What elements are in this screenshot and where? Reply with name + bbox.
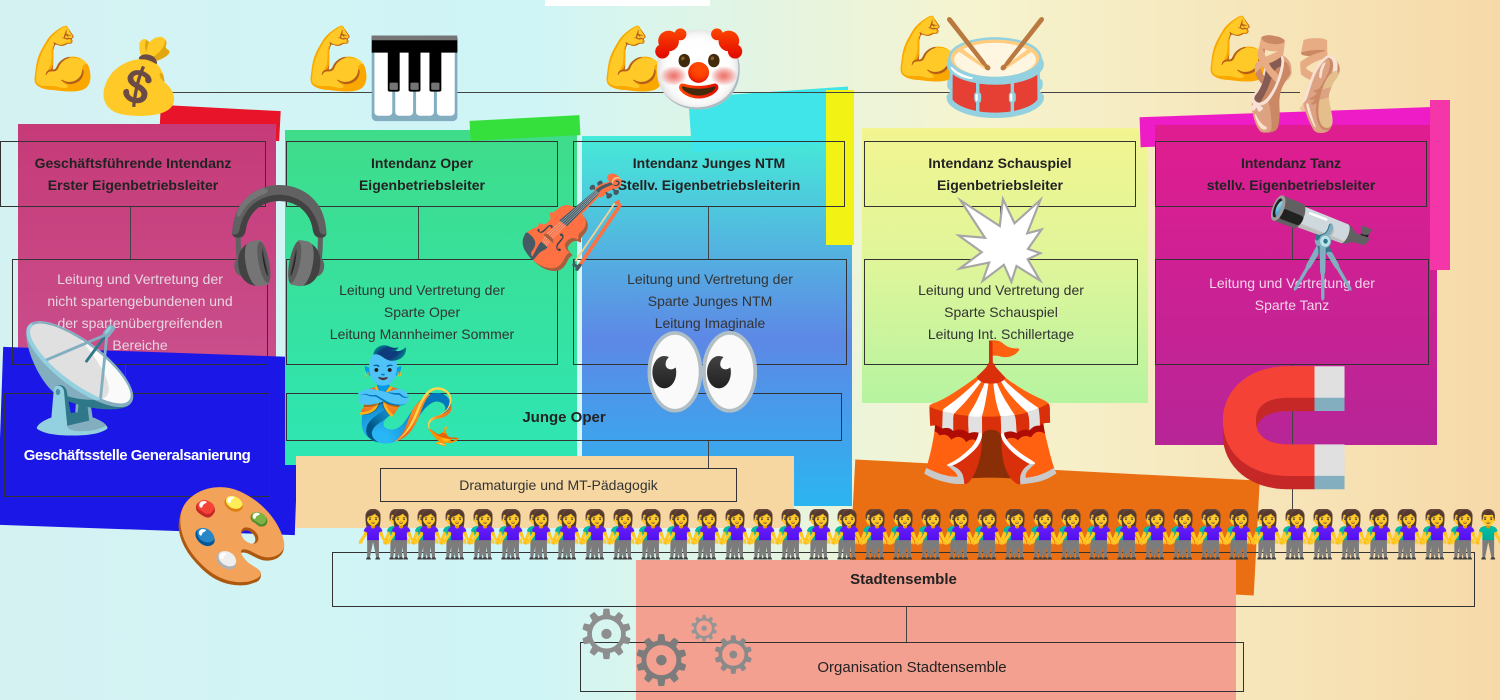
junges-ntm-patch <box>582 136 852 506</box>
oper-description: Leitung und Vertretung der Sparte Oper L… <box>286 259 558 365</box>
telescope-icon: 🔭 <box>1262 192 1382 304</box>
schauspiel-description: Leitung und Vertretung der Sparte Schaus… <box>864 259 1138 365</box>
connector-ntm <box>708 207 709 260</box>
violin-icon: 🎻 <box>516 170 629 275</box>
flexed-biceps-icon: 💪 <box>890 12 968 85</box>
generalsanierung-label: Geschäftsstelle Generalsanierung <box>23 446 251 464</box>
circus-tent-icon: 🎪 <box>908 335 1073 489</box>
explosion-icon: 💥 <box>950 193 1050 286</box>
flexed-biceps-icon: 💪 <box>24 22 102 95</box>
stadtensemble-box: Stadtensemble <box>332 552 1475 607</box>
flexed-biceps-icon: 💪 <box>596 22 674 95</box>
money-bag-icon: 💰 <box>94 34 184 118</box>
connector-tanz <box>1292 207 1293 260</box>
gear-icon: ⚙ <box>576 596 637 675</box>
connector-oper <box>418 207 419 260</box>
gear-icon: ⚙ <box>710 626 757 686</box>
gear-icon: ⚙ <box>688 609 721 650</box>
geschaeftsfuehrung-description: Leitung und Vertretung der nicht sparten… <box>12 259 268 365</box>
eyes-icon: 👀 <box>640 313 765 430</box>
connector-tanz-down <box>1292 365 1293 553</box>
tanz-description: Leitung und Vertretung der Sparte Tanz <box>1155 259 1429 365</box>
stadtensemble-salmon-patch <box>636 560 1236 700</box>
connector-ntm-down <box>708 440 709 468</box>
people-holding-hands-icon: 👫 <box>1448 507 1500 561</box>
ballet-shoes-icon: 🩰 <box>1240 32 1350 135</box>
piano-icon: 🎹 <box>366 34 464 124</box>
schauspiel-header: Intendanz Schauspiel Eigenbetriebsleiter <box>864 141 1136 207</box>
connector-schauspiel <box>1000 207 1001 260</box>
connector-stadtensemble-org <box>906 607 907 642</box>
pink-right-accent <box>1430 100 1450 270</box>
gear-icon: ⚙ <box>630 620 693 700</box>
junges-ntm-description: Leitung und Vertretung der Sparte Junges… <box>573 259 847 365</box>
connector-geschaeft <box>130 207 131 260</box>
geschaeftsfuehrung-header: Geschäftsführende Intendanz Erster Eigen… <box>0 141 266 207</box>
junge-oper-box: Junge Oper <box>286 393 842 441</box>
white-top-strip <box>545 0 710 6</box>
oper-patch <box>285 130 577 465</box>
generalsanierung-box: Geschäftsstelle Generalsanierung <box>4 393 270 497</box>
oper-header: Intendanz Oper Eigenbetriebsleiter <box>286 141 558 207</box>
artist-palette-icon: 🎨 <box>172 480 292 592</box>
schauspiel-patch <box>862 128 1148 403</box>
magnet-icon: 🧲 <box>1214 363 1354 493</box>
dramaturgie-box: Dramaturgie und MT-Pädagogik <box>380 468 737 502</box>
genie-icon: 🧞 <box>350 342 465 449</box>
flexed-biceps-icon: 💪 <box>300 22 378 95</box>
drum-icon: 🥁 <box>938 14 1053 121</box>
headphones-icon: 🎧 <box>222 182 337 289</box>
junge-oper-label: Junge Oper <box>522 408 606 426</box>
stadtensemble-label: Stadtensemble <box>850 571 957 588</box>
organisation-stadtensemble-box: Organisation Stadtensemble <box>580 642 1244 692</box>
organisation-stadtensemble-label: Organisation Stadtensemble <box>817 658 1007 676</box>
connector-geschaeft-down <box>125 365 126 393</box>
people-row: 👫👫👫👫👫👫👫👫👫👫👫👫👫👫👫👫👫👫👫👫👫👫👫👫👫👫👫👫👫👫👫👫👫👫👫👫👫👫👫👫 <box>356 511 1500 581</box>
tanz-patch <box>1155 125 1437 445</box>
top-connector-line <box>125 92 1300 93</box>
clown-icon: 🤡 <box>650 26 748 116</box>
junges-ntm-header: Intendanz Junges NTM Stellv. Eigenbetrie… <box>573 141 845 207</box>
flexed-biceps-icon: 💪 <box>1200 12 1278 85</box>
satellite-antenna-icon: 📡 <box>14 317 144 439</box>
tanz-header: Intendanz Tanz stellv. Eigenbetriebsleit… <box>1155 141 1427 207</box>
yellow-accent <box>826 90 854 245</box>
dramaturgie-label: Dramaturgie und MT-Pädagogik <box>459 477 658 493</box>
